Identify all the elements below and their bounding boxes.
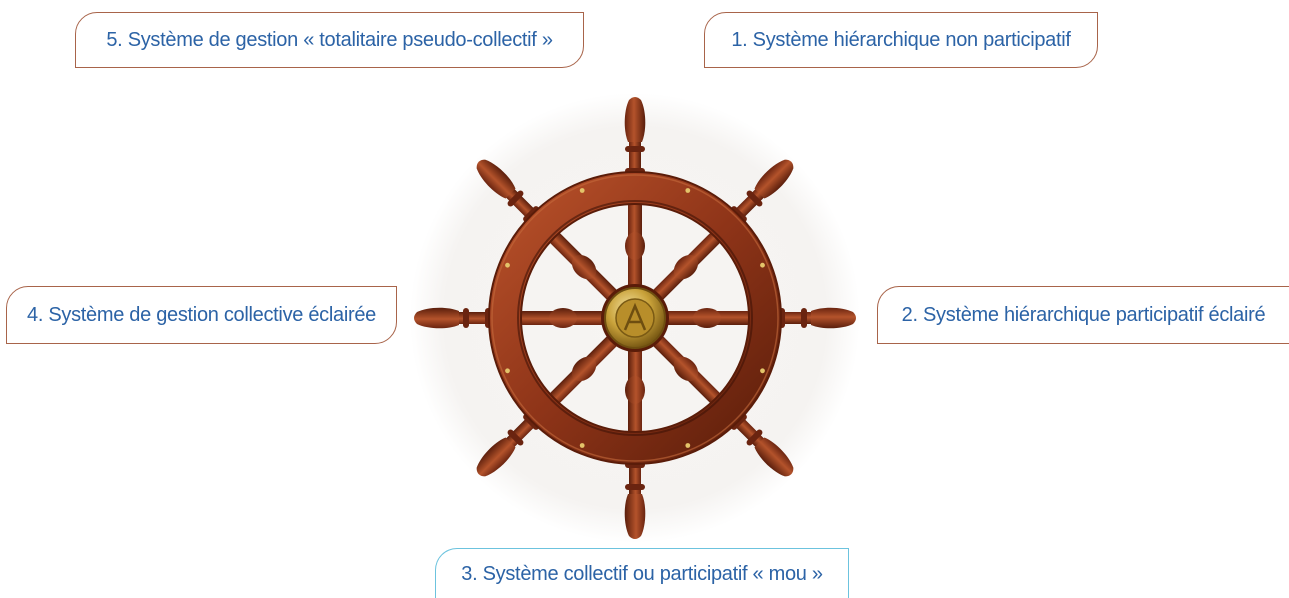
- rim-stud: [685, 188, 690, 193]
- ship-wheel-icon: [405, 88, 865, 548]
- rim-stud: [505, 368, 510, 373]
- label-item-4: 4. Système de gestion collective éclairé…: [6, 286, 397, 344]
- label-item-2-text: 2. Système hiérarchique participatif écl…: [902, 305, 1266, 325]
- rim-stud: [685, 443, 690, 448]
- label-item-1-text: 1. Système hiérarchique non participatif: [731, 30, 1070, 50]
- rim-stud: [760, 368, 765, 373]
- rim-stud: [580, 188, 585, 193]
- label-item-3-text: 3. Système collectif ou participatif « m…: [461, 564, 822, 584]
- rim-stud: [505, 263, 510, 268]
- rim-stud: [580, 443, 585, 448]
- label-item-5: 5. Système de gestion « totalitaire pseu…: [75, 12, 584, 68]
- label-item-2: 2. Système hiérarchique participatif écl…: [877, 286, 1289, 344]
- label-item-3: 3. Système collectif ou participatif « m…: [435, 548, 849, 598]
- rim-stud: [760, 263, 765, 268]
- label-item-1: 1. Système hiérarchique non participatif: [704, 12, 1098, 68]
- label-item-4-text: 4. Système de gestion collective éclairé…: [27, 305, 376, 325]
- ship-steering-wheel-image: [405, 88, 865, 548]
- label-item-5-text: 5. Système de gestion « totalitaire pseu…: [106, 30, 552, 50]
